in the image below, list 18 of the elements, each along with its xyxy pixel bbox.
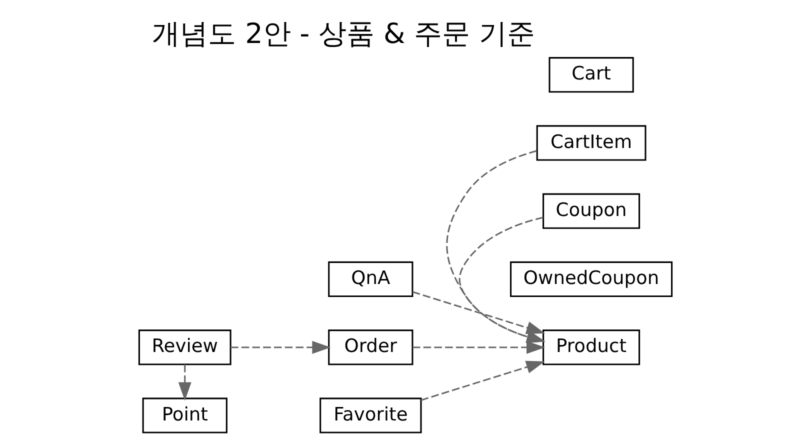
node-box: Product	[542, 330, 640, 366]
node-box: Favorite	[320, 398, 422, 434]
arrow	[178, 364, 192, 401]
node-box: Coupon	[542, 193, 640, 229]
arrow	[458, 216, 546, 344]
arrow	[230, 340, 331, 354]
arrow	[412, 291, 545, 334]
arrow	[446, 150, 546, 344]
node-box: Point	[142, 398, 228, 434]
arrow	[420, 360, 545, 401]
diagram-title: 개념도 2안 - 상품 & 주문 기준	[152, 16, 535, 50]
node-box: QnA	[328, 261, 414, 298]
node-box: Review	[138, 330, 232, 366]
node-box: OwnedCoupon	[510, 261, 673, 298]
node-box: Cart	[548, 57, 634, 93]
node-box: Order	[328, 330, 414, 366]
node-box: CartItem	[536, 125, 646, 161]
arrow	[412, 340, 546, 354]
